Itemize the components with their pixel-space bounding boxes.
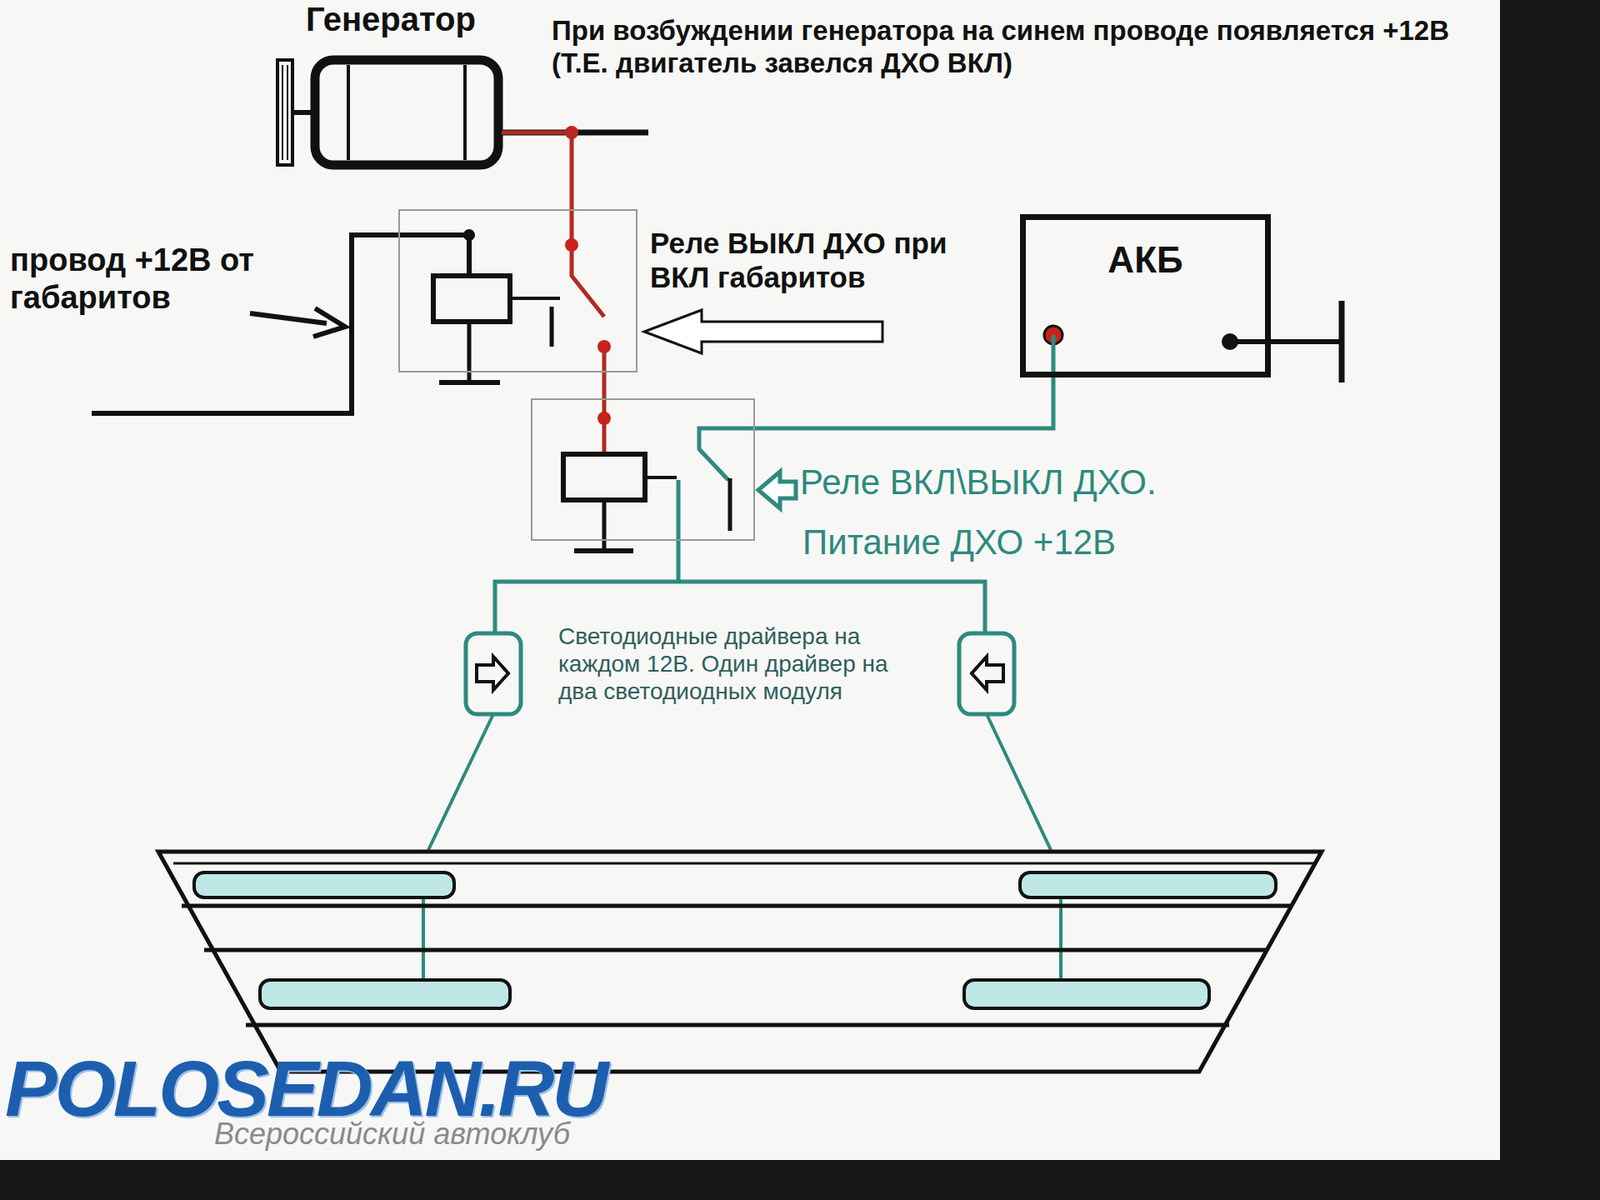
generator-title: Генератор	[305, 0, 523, 40]
relay-caption: Реле ВЫКЛ ДХО при ВКЛ габаритов	[650, 225, 992, 295]
relay-on-box: Реле ВКЛ\ВЫКЛ ДХО.Питание ДХО +12В	[530, 398, 755, 541]
battery-terminals	[1044, 300, 1342, 383]
power-wire	[604, 372, 605, 399]
callout-arrow	[758, 471, 796, 509]
callout-arrow	[313, 308, 345, 337]
battery-wire	[755, 377, 1054, 429]
relay-off-box: Реле ВЫКЛ ДХО при ВКЛ габаритов	[398, 209, 638, 373]
power-wire	[501, 132, 572, 210]
relay-caption: Питание ДХО +12В	[802, 521, 1236, 564]
driver-arrow	[476, 656, 509, 690]
bumper	[158, 851, 1322, 1072]
module-wire	[423, 714, 1061, 980]
driver-note: Светодиодные драйвера на каждом 12В. Оди…	[558, 622, 909, 705]
power-wire	[602, 372, 607, 399]
driver-arrow	[971, 656, 1004, 690]
relay-on-internals	[495, 398, 985, 634]
photo-edge	[1500, 0, 1600, 1200]
callout-arrow	[644, 310, 883, 354]
battery-box: АКБ	[1020, 214, 1271, 378]
led-module	[194, 872, 1276, 1009]
generator: Генератор	[275, 0, 519, 171]
battery-wire	[755, 377, 1054, 429]
photo-edge	[0, 1160, 1600, 1200]
power-wire	[501, 132, 572, 210]
watermark-subtitle: Всероссийский автоклуб	[214, 1116, 648, 1152]
battery-label: АКБ	[1025, 238, 1265, 282]
wire-label: провод +12В от габаритов	[10, 241, 285, 317]
relay-caption: Реле ВКЛ\ВЫКЛ ДХО.	[800, 461, 1267, 504]
note-text: При возбуждении генератора на синем пров…	[551, 15, 1460, 80]
callout-arrow	[250, 313, 327, 324]
